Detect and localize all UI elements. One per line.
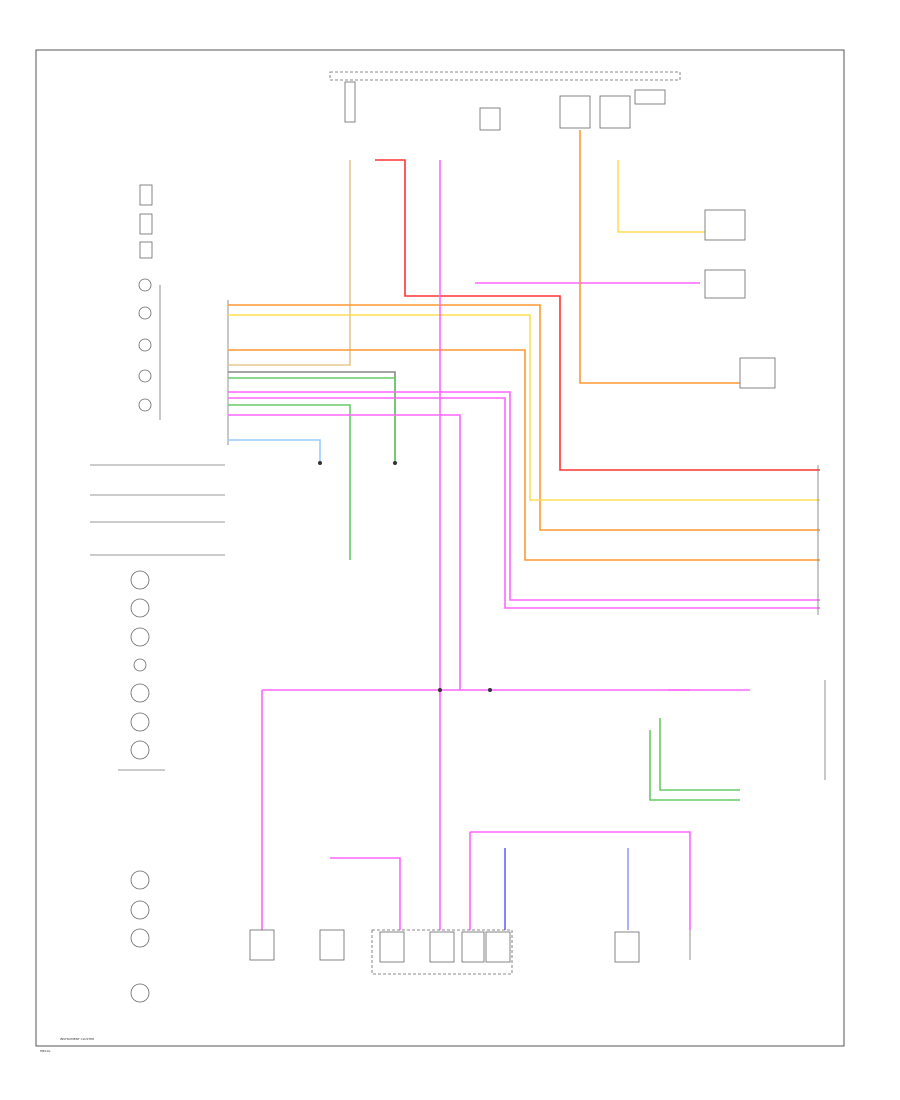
tachometer-icon	[138, 306, 152, 320]
cluster-symbols	[90, 184, 225, 1003]
lamp-icon	[130, 627, 150, 647]
lamp-icon	[130, 570, 150, 590]
lamp-icon	[130, 598, 150, 618]
lamp-icon	[130, 870, 150, 890]
ground-symbols	[318, 461, 492, 692]
diagram-frame	[35, 49, 845, 1047]
top-connectors	[329, 71, 681, 131]
lamp-icon	[133, 658, 147, 672]
lamp-icon	[130, 900, 150, 920]
temp-gauge-icon	[138, 369, 152, 383]
right-connectors	[704, 209, 826, 780]
wires	[228, 130, 820, 930]
bottom-modules	[249, 929, 691, 975]
lamp-icon	[130, 983, 150, 1003]
lamp-icon	[130, 740, 150, 760]
oil-gauge-icon	[138, 398, 152, 412]
lamp-icon	[130, 712, 150, 732]
lamp-icon	[130, 928, 150, 948]
page-code: HB01G	[40, 1049, 51, 1053]
footer-label: INSTRUMENT CLUSTER	[60, 1037, 94, 1041]
lamp-icon	[130, 683, 150, 703]
fuel-gauge-icon	[138, 338, 152, 352]
speedometer-icon	[138, 278, 152, 292]
